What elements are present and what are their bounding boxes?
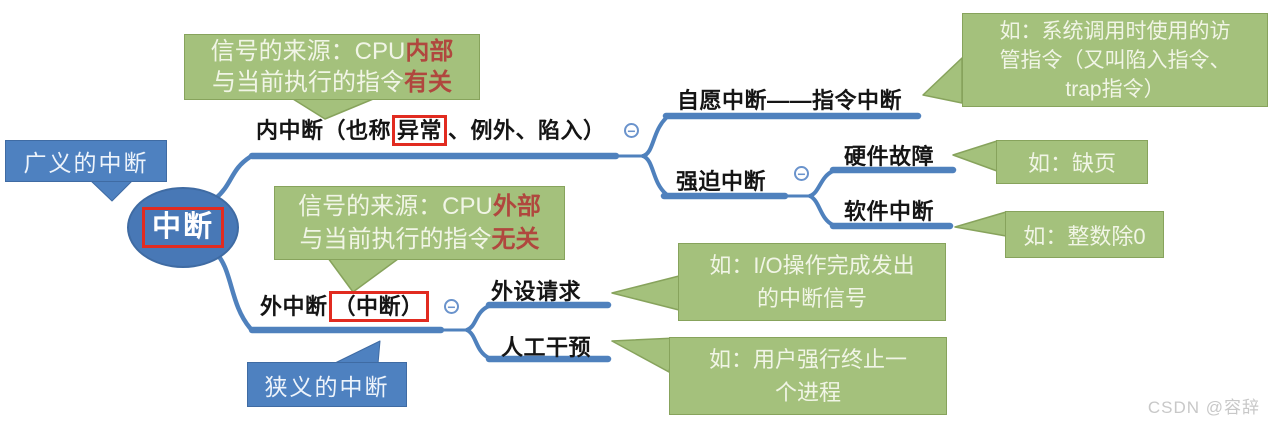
note-external-source-accent1: 外部 [492, 193, 541, 220]
note-trap-instruction[interactable]: 如：系统调用时使用的访 管指令（又叫陷入指令、 trap指令） [962, 13, 1268, 107]
note-internal-source-line1: 信号的来源：CPU [210, 38, 406, 65]
branch-internal-prefix: 内中断（也称 [256, 118, 392, 143]
note-user-terminate[interactable]: 如：用户强行终止一 个进程 [669, 337, 947, 415]
note-user-terminate-line1: 如：用户强行终止一 [708, 347, 907, 372]
branch-software-interrupt-label: 软件中断 [844, 199, 935, 224]
collapse-button-external[interactable]: − [444, 299, 459, 314]
note-external-source-line1: 信号的来源：CPU [298, 193, 493, 220]
branch-peripheral-request[interactable]: 外设请求 [491, 274, 581, 306]
note-internal-source[interactable]: 信号的来源：CPU内部 与当前执行的指令有关 [184, 34, 480, 100]
branch-manual-intervention-label: 人工干预 [501, 335, 592, 360]
note-trap-line3: trap指令） [1065, 77, 1165, 101]
collapse-button-internal[interactable]: − [624, 123, 639, 138]
branch-internal-highlight: 异常 [392, 115, 448, 146]
note-io-complete-line1: 如：I/O操作完成发出 [709, 253, 915, 278]
callout-broad-label: 广义的中断 [23, 150, 149, 176]
branch-internal-interrupt[interactable]: 内中断（也称异常、例外、陷入） [256, 113, 606, 146]
branch-forced-interrupt[interactable]: 强迫中断 [676, 164, 766, 196]
branch-hardware-fault-label: 硬件故障 [844, 144, 935, 169]
note-page-fault[interactable]: 如：缺页 [996, 140, 1148, 184]
note-external-source[interactable]: 信号的来源：CPU外部 与当前执行的指令无关 [274, 186, 565, 260]
note-divide-by-zero[interactable]: 如：整数除0 [1005, 211, 1164, 258]
note-trap-line2: 管指令（又叫陷入指令、 [999, 48, 1231, 72]
note-user-terminate-line2: 个进程 [774, 380, 841, 405]
branch-internal-suffix: 、例外、陷入） [448, 118, 606, 143]
callout-narrow-label: 狭义的中断 [264, 373, 390, 400]
watermark: CSDN @容辞 [1147, 398, 1260, 417]
branch-voluntary-label: 自愿中断——指令中断 [677, 88, 903, 113]
branch-voluntary-interrupt[interactable]: 自愿中断——指令中断 [677, 83, 902, 115]
note-internal-source-accent1: 内部 [405, 38, 454, 65]
note-divide-by-zero-line1: 如：整数除0 [1023, 223, 1146, 249]
branch-software-interrupt[interactable]: 软件中断 [844, 194, 934, 226]
note-external-source-accent2: 无关 [491, 226, 540, 253]
note-page-fault-line1: 如：缺页 [1027, 151, 1116, 176]
branch-peripheral-request-label: 外设请求 [491, 279, 582, 304]
branch-external-highlight: （中断） [328, 291, 429, 322]
note-internal-source-accent2: 有关 [404, 69, 452, 96]
branch-hardware-fault[interactable]: 硬件故障 [844, 139, 934, 171]
root-node-interrupt[interactable]: 中断 [127, 187, 239, 268]
note-trap-line1: 如：系统调用时使用的访 [999, 19, 1231, 43]
note-external-source-line2: 与当前执行的指令 [299, 226, 492, 253]
callout-broad-interrupt[interactable]: 广义的中断 [5, 140, 167, 182]
branch-external-prefix: 外中断 [260, 294, 328, 319]
note-io-complete-line2: 的中断信号 [756, 286, 867, 311]
callout-narrow-interrupt[interactable]: 狭义的中断 [247, 362, 407, 407]
branch-manual-intervention[interactable]: 人工干预 [501, 330, 591, 362]
branch-external-interrupt[interactable]: 外中断（中断） [260, 289, 430, 322]
collapse-button-forced[interactable]: − [794, 166, 809, 181]
root-node-label: 中断 [141, 206, 224, 249]
note-io-complete[interactable]: 如：I/O操作完成发出 的中断信号 [678, 243, 946, 321]
note-internal-source-line2: 与当前执行的指令 [212, 69, 404, 96]
branch-forced-label: 强迫中断 [676, 169, 767, 194]
